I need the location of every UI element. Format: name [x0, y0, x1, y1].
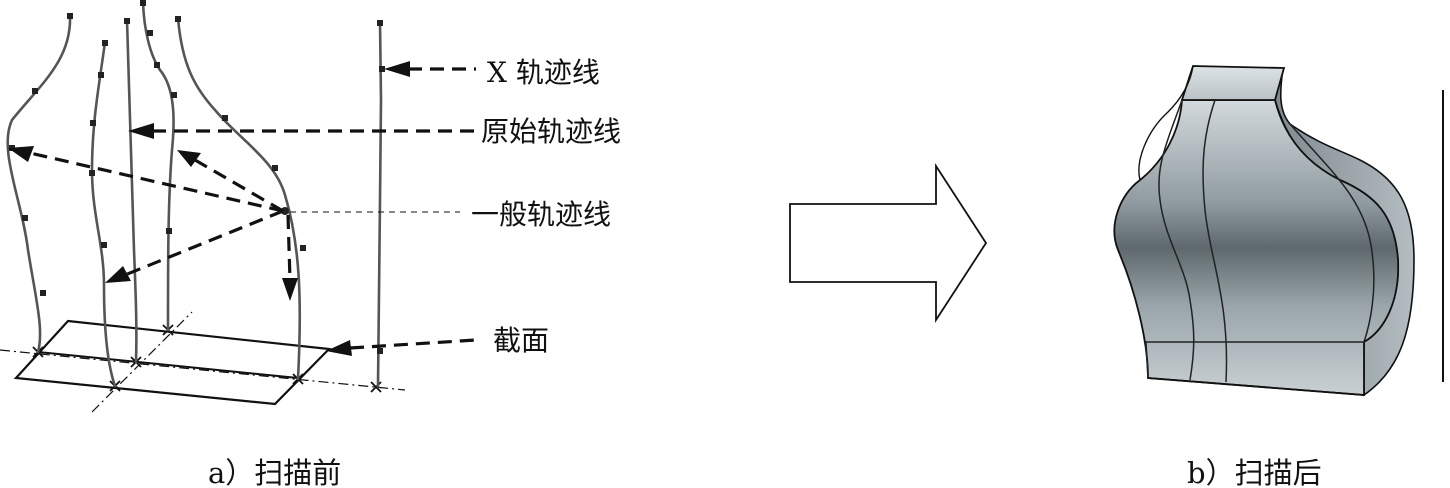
- horizontal-axis: [0, 349, 406, 391]
- general-trajectory-1: [6, 13, 72, 354]
- origin-trajectory-arrow: [128, 123, 476, 139]
- caption-before: a）扫描前: [208, 456, 341, 488]
- before-sweep-figure: X 轨迹线 原始轨迹线 一般轨迹线 截面: [0, 0, 621, 413]
- diagonal-axis: [91, 311, 193, 413]
- solid-inner-curves: [1145, 99, 1375, 383]
- general-trajectory-2: [90, 40, 117, 388]
- leader-arrowheads: [8, 146, 298, 301]
- after-sweep-figure: [1113, 65, 1444, 397]
- x-trajectory-arrow: [384, 61, 476, 77]
- caption-after: b）扫描后: [1187, 456, 1322, 488]
- x-trajectory: [376, 20, 383, 388]
- origin-trajectory: [125, 18, 138, 364]
- solid-front-face: [1113, 99, 1400, 396]
- trajectory-curves: [6, 0, 383, 388]
- general-trajectory-leaders: [29, 151, 292, 281]
- origin-trajectory-label: 原始轨迹线: [481, 115, 621, 148]
- solid-back-edge: [1138, 65, 1194, 181]
- solid-bottom-edge: [1147, 377, 1365, 396]
- trajectory-points: [9, 0, 385, 354]
- section-label: 截面: [493, 324, 549, 357]
- section-outline: [13, 319, 332, 406]
- section-inner-line: [37, 351, 299, 379]
- solid-top-face: [1180, 65, 1286, 101]
- general-trajectory-3: [141, 0, 175, 332]
- right-arrow-icon: [789, 162, 988, 324]
- general-trajectory-4: [176, 16, 302, 381]
- section-arrow: [326, 338, 477, 356]
- general-trajectory-label: 一般轨迹线: [471, 198, 611, 231]
- x-trajectory-label: X 轨迹线: [487, 56, 600, 89]
